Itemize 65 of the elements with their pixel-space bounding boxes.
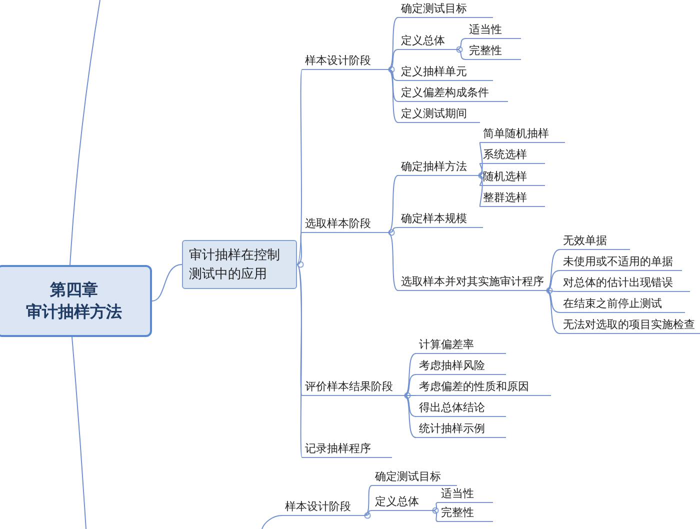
topic-box: 第四章 审计抽样方法	[0, 265, 152, 337]
connector-line	[72, 336, 86, 529]
connector-line	[546, 249, 560, 291]
connector-line	[388, 227, 398, 233]
topic-label: 定义测试期间	[398, 107, 480, 123]
topic-label: 定义偏差构成条件	[398, 86, 508, 102]
topic-label: 整群选样	[480, 191, 545, 207]
connector-line	[404, 353, 416, 396]
connector-line	[70, 0, 100, 266]
connector-line	[364, 510, 372, 516]
connector-line	[296, 69, 302, 265]
topic-label: 完整性	[466, 44, 521, 60]
connector-line	[546, 290, 560, 334]
connector-line	[546, 270, 560, 291]
topic-label: 考虑抽样风险	[416, 359, 506, 375]
connector-line	[478, 163, 483, 176]
topic-label: 对总体的估计出现错误	[560, 276, 690, 292]
connector-line	[388, 69, 398, 123]
connector-line	[404, 395, 416, 438]
subtopic-box: 审计抽样在控制测试中的应用	[182, 240, 297, 289]
topic-label: 评价样本结果阶段	[302, 380, 404, 396]
topic-label: 选取样本阶段	[302, 217, 388, 233]
topic-label: 简单随机抽样	[480, 127, 565, 143]
connector-line	[432, 510, 438, 522]
topic-label: 适当性	[466, 23, 521, 39]
topic-label: 样本设计阶段	[302, 54, 388, 70]
connector-line	[456, 38, 466, 50]
topic-label: 适当性	[438, 487, 493, 503]
connector-line	[456, 49, 466, 60]
topic-label: 定义抽样单元	[398, 65, 493, 81]
topic-label: 确定抽样方法	[398, 160, 478, 176]
connector-line	[262, 515, 282, 529]
connector-line	[388, 232, 398, 291]
connector-line	[388, 17, 398, 70]
topic-label: 定义总体	[398, 34, 456, 50]
connector-line	[478, 175, 483, 207]
topic-label: 样本设计阶段	[282, 500, 364, 516]
topic-label: 在结束之前停止测试	[560, 297, 685, 313]
connector-line	[388, 175, 398, 233]
topic-label: 定义总体	[372, 495, 432, 511]
topic-label: 无法对选取的项目实施检查	[560, 318, 700, 334]
topic-label: 考虑偏差的性质和原因	[416, 380, 551, 396]
topic-label: 系统选样	[480, 148, 545, 164]
topic-label: 确定测试目标	[372, 470, 457, 486]
connector-line	[388, 49, 398, 70]
topic-label: 确定样本规模	[398, 212, 483, 228]
topic-label: 未使用或不适用的单据	[560, 255, 682, 271]
topic-label: 完整性	[438, 506, 493, 522]
topic-label: 统计抽样示例	[416, 422, 506, 438]
topic-label: 记录抽样程序	[302, 442, 392, 458]
connector-line	[296, 264, 302, 458]
topic-label: 无效单据	[560, 234, 630, 250]
connector-line	[478, 142, 483, 176]
topic-label: 得出总体结论	[416, 401, 506, 417]
connector-line	[546, 290, 560, 313]
connector-line	[296, 232, 302, 265]
topic-label: 选取样本并对其实施审计程序	[398, 275, 546, 291]
connector-line	[364, 485, 372, 516]
topic-label: 计算偏差率	[416, 338, 506, 354]
connector-line	[388, 69, 398, 81]
connector-line	[432, 502, 438, 511]
connector-line	[152, 264, 182, 302]
connector-line	[388, 69, 398, 102]
connector-line	[296, 264, 302, 396]
topic-label: 确定测试目标	[398, 2, 493, 18]
